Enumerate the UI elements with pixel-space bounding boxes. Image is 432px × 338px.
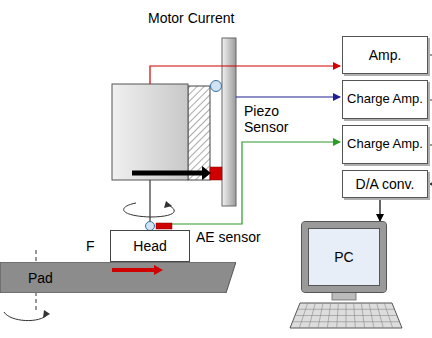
signal-label: Motor Current [148,10,268,26]
head-box: Head [110,230,190,262]
part-label: Piezo Sensor [244,103,304,135]
charge-amp-box: Charge Amp. [342,80,428,119]
node-text: Head [133,238,166,254]
node-text: Charge Amp. [347,137,423,152]
force-label: F [86,238,106,254]
converter-box: D/A conv. [342,170,428,198]
node-text: Amp. [369,47,402,63]
signal-arrow [379,198,380,221]
node-text: D/A conv. [356,176,415,192]
pc-monitor: PC [302,222,386,292]
node-text: Pad [28,270,53,286]
pad-band: Pad [0,262,236,293]
node-text: PC [334,249,353,265]
amplifier-box: Amp. [342,36,428,74]
node-text: Charge Amp. [347,92,423,107]
part-label: AE sensor [196,229,296,245]
charge-amp-box: Charge Amp. [342,125,428,164]
